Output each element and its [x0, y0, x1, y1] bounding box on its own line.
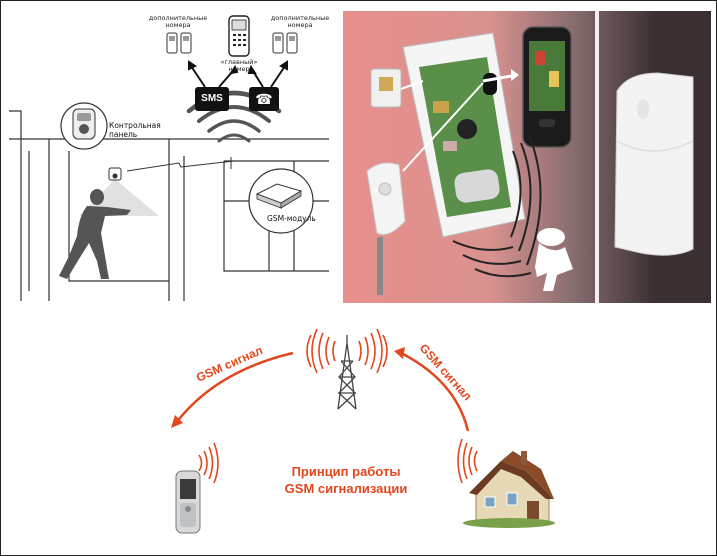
house-icon — [463, 451, 555, 528]
right-signal-arc — [400, 351, 470, 432]
tower-waves — [306, 328, 388, 374]
phone-waves — [198, 442, 219, 484]
diagram-title-line2: GSM сигнализации — [284, 481, 408, 496]
left-signal-arc — [175, 351, 294, 424]
house-waves — [457, 438, 478, 484]
product-photo-panel — [343, 11, 711, 303]
mobile-phone-icon — [175, 470, 201, 534]
phone-icon: ☎ — [255, 91, 273, 107]
intruder-figure — [59, 189, 131, 279]
gsm-principle-diagram — [171, 328, 555, 534]
sms-badge-label: SMS — [201, 93, 223, 104]
gsm-module-label: GSM-модуль — [267, 214, 316, 223]
cell-tower-icon — [337, 335, 357, 410]
product-photo — [366, 11, 694, 303]
room-schematic — [9, 15, 329, 301]
main-number-label: «главный» номер — [220, 58, 258, 73]
control-panel-label: Контрольная панель — [109, 121, 161, 139]
extra-numbers-left-label: дополнительные номера — [148, 14, 208, 29]
diagram-title-line1: Принцип работы — [291, 464, 401, 479]
extra-numbers-right-label: дополнительные номера — [270, 14, 330, 29]
schematic-panel: дополнительные номера дополнительные ном… — [9, 11, 339, 301]
